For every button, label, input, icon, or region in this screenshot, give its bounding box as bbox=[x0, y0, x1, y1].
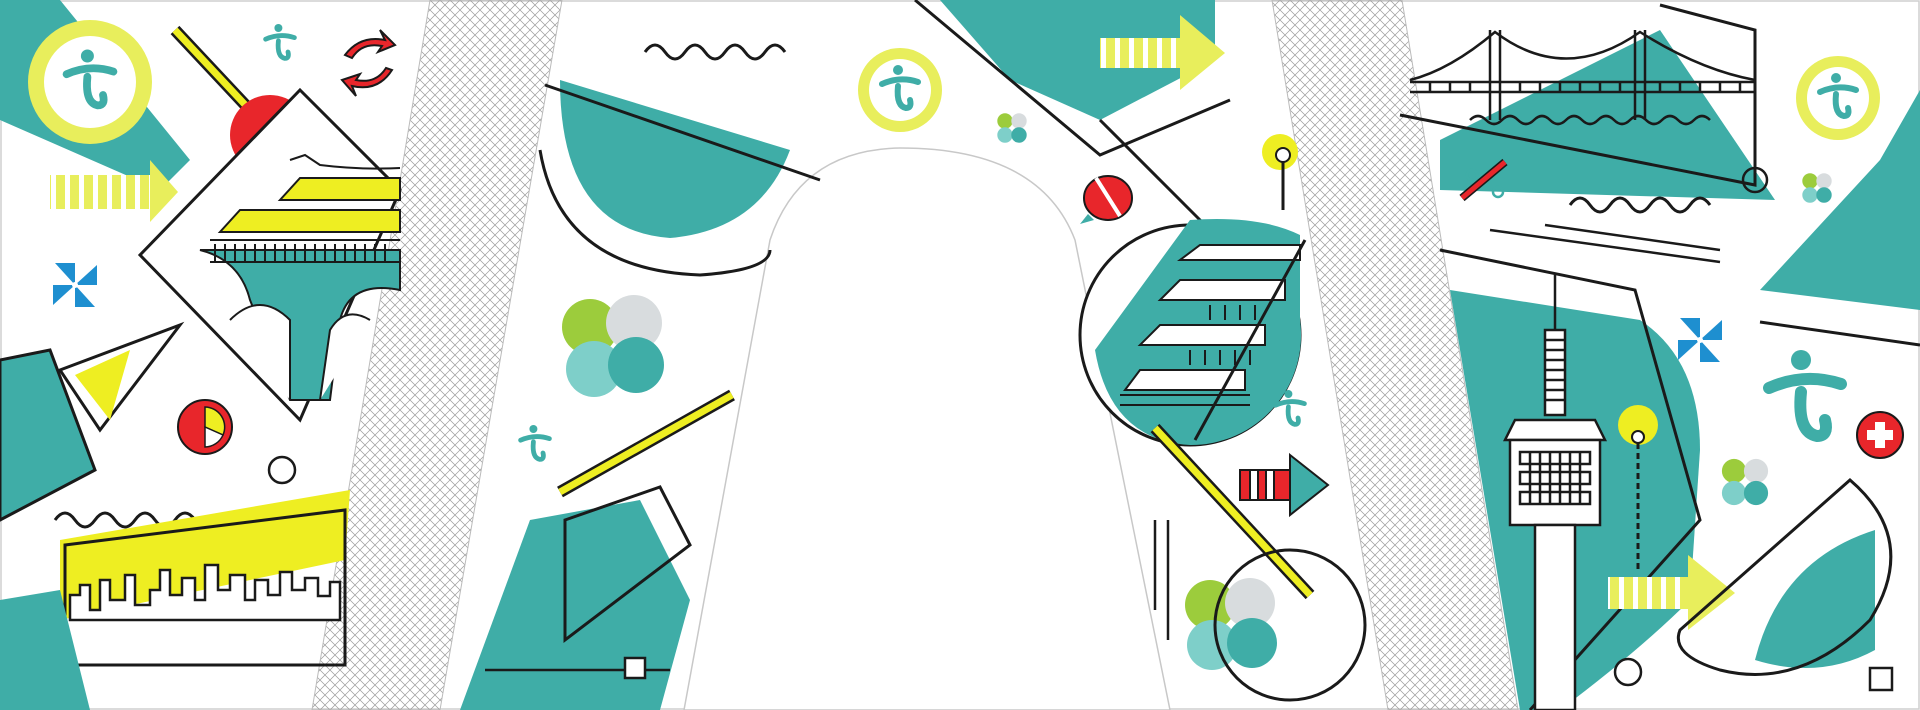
panel-left bbox=[0, 0, 402, 710]
panel-right bbox=[1399, 3, 1920, 710]
pencil-icon bbox=[1459, 158, 1508, 202]
city-skyline-illustration bbox=[68, 563, 342, 622]
teal-half-disc bbox=[1755, 530, 1875, 668]
teal-quad bbox=[0, 348, 97, 522]
runner-logo-icon-center bbox=[879, 65, 921, 112]
hatched-gap-right bbox=[1271, 0, 1519, 710]
pinwheel-icon bbox=[53, 263, 97, 307]
pie-chart-icon bbox=[177, 399, 233, 455]
palace-illustration bbox=[199, 153, 401, 401]
red-arrow-icon bbox=[1239, 452, 1330, 518]
runner-logo-icon-topright bbox=[1817, 73, 1859, 120]
bridge-illustration bbox=[1409, 30, 1756, 126]
tower-illustration bbox=[1502, 275, 1608, 710]
teal-bottom-shape bbox=[0, 590, 90, 710]
stepped-building-illustration bbox=[1120, 244, 1301, 406]
wave-squiggle-top bbox=[643, 43, 787, 61]
runner-logo-icon-mid bbox=[518, 425, 552, 462]
runner-logo-icon-right bbox=[1273, 390, 1307, 427]
clover-icon-topright bbox=[1802, 173, 1832, 203]
hatched-gap-left bbox=[311, 0, 563, 710]
wave-squiggle-right bbox=[1568, 196, 1712, 214]
yellow-lollipop-right bbox=[1618, 405, 1658, 445]
small-circle bbox=[267, 455, 297, 485]
teal-top-block bbox=[940, 0, 1215, 120]
runner-logo-icon bbox=[62, 49, 118, 110]
clover-icon-small bbox=[997, 113, 1027, 143]
small-square bbox=[623, 656, 647, 680]
wave-squiggle bbox=[53, 511, 217, 529]
medical-cross-icon bbox=[1856, 411, 1904, 459]
yellow-triangle bbox=[57, 321, 185, 433]
pinwheel-icon-right bbox=[1678, 318, 1722, 362]
clover-icon-right2 bbox=[1721, 458, 1769, 506]
recycle-icon bbox=[340, 29, 397, 97]
clover-icon bbox=[562, 295, 664, 397]
runner-logo-icon-small bbox=[263, 24, 297, 61]
runner-logo-icon-large-right bbox=[1763, 350, 1847, 443]
panel-arch bbox=[460, 0, 1367, 710]
stripe-arrow-icon bbox=[50, 160, 178, 222]
small-square-right bbox=[1868, 666, 1894, 692]
outline-circle bbox=[1213, 548, 1367, 702]
paint-palette-icon bbox=[1080, 175, 1133, 224]
arch-doorway bbox=[683, 147, 1171, 710]
stripe-arrow-top bbox=[1100, 15, 1225, 90]
teal-semicircle bbox=[560, 80, 790, 238]
teal-right-wedge bbox=[1760, 90, 1920, 310]
